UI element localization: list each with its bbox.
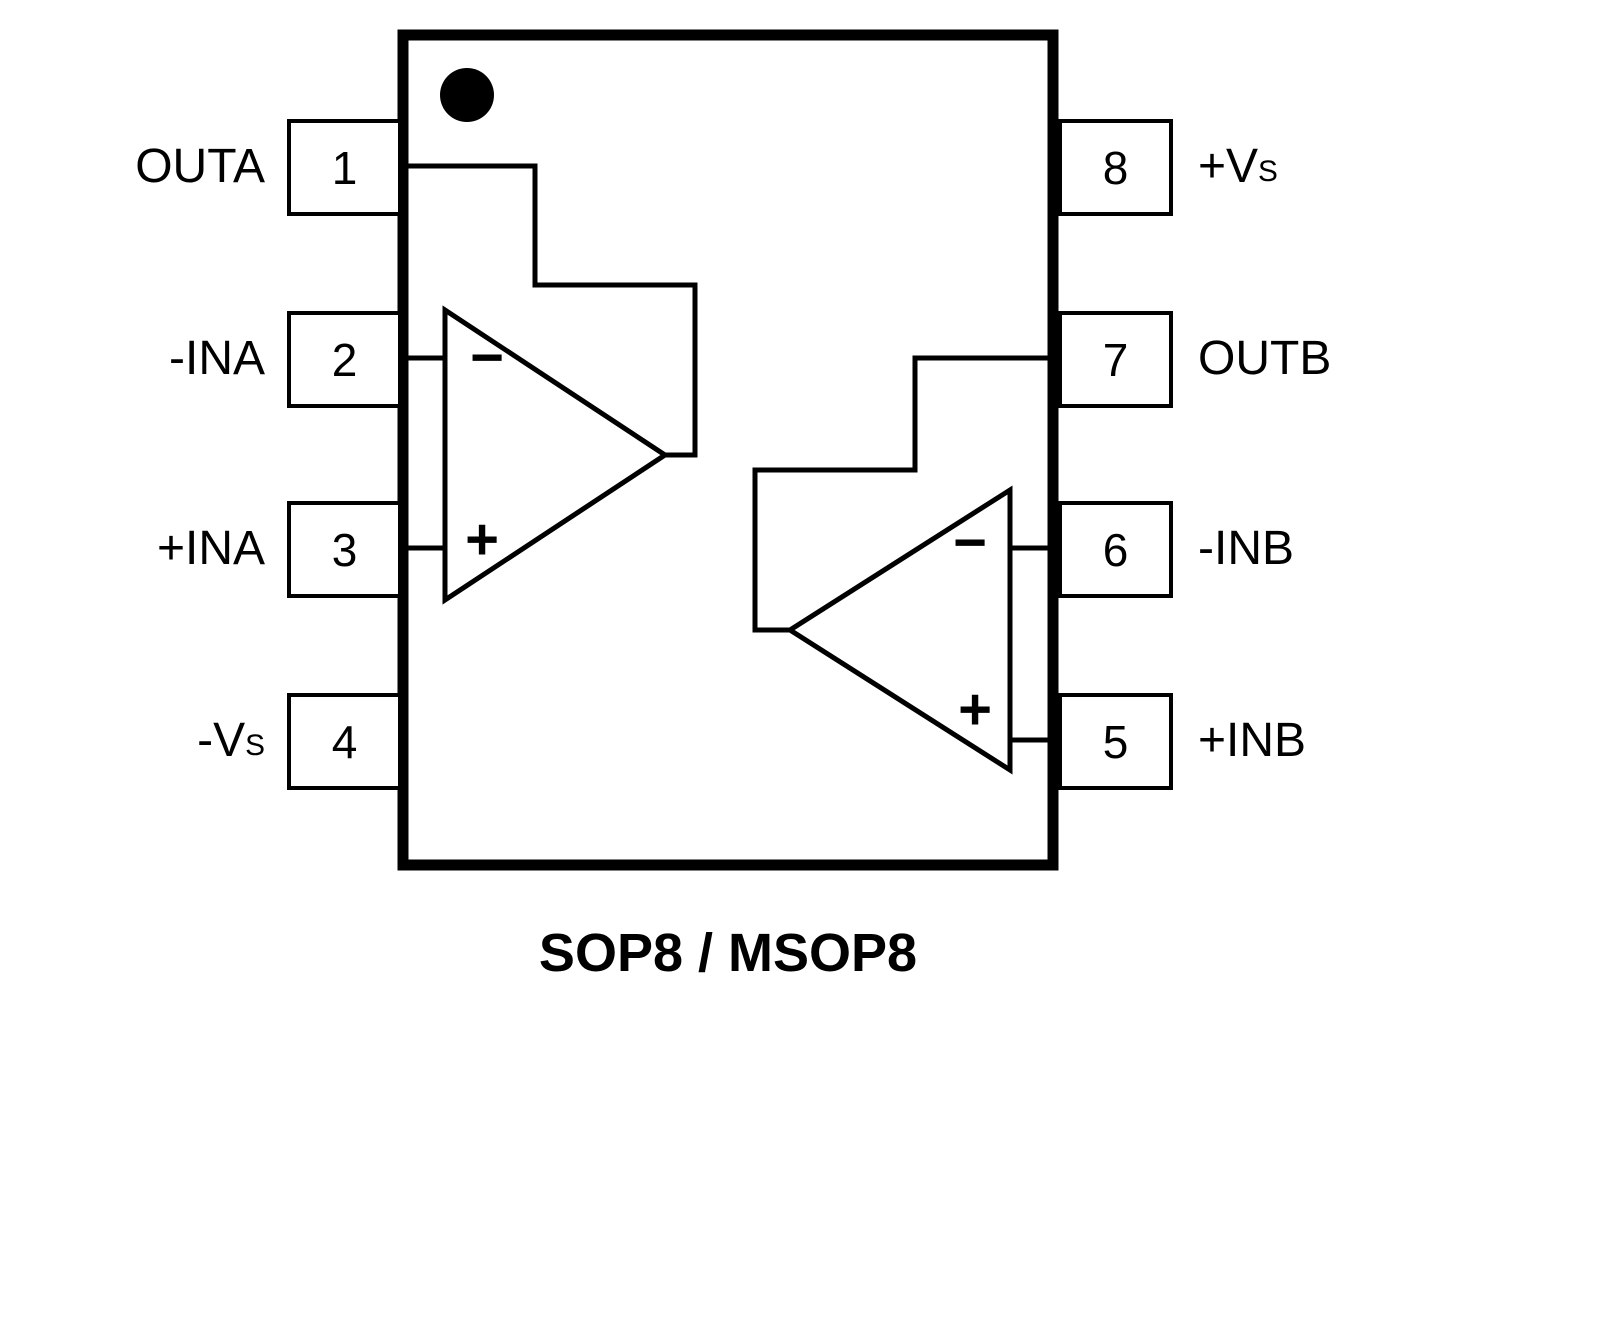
pin-label-text: -INB bbox=[1198, 522, 1294, 575]
pin-label-text: +INA bbox=[156, 522, 265, 575]
pin-box-3: 3 bbox=[287, 501, 402, 598]
pin-number: 4 bbox=[331, 715, 358, 768]
pin-number: 3 bbox=[331, 523, 358, 576]
pin-box-6: 6 bbox=[1058, 501, 1173, 598]
wire-outa-feedback bbox=[400, 163, 698, 458]
pin-box-1: 1 bbox=[287, 119, 402, 216]
pin-number: 2 bbox=[331, 333, 358, 386]
pin-number: 1 bbox=[331, 141, 358, 194]
pin-label-text: -INA bbox=[169, 332, 265, 385]
package-caption: SOP8 / MSOP8 bbox=[538, 923, 918, 983]
pin-label-text: -V bbox=[197, 714, 246, 767]
pin-box-5: 5 bbox=[1058, 693, 1173, 790]
pin-label-inb-noninv: +INB bbox=[1198, 692, 1458, 789]
pin1-indicator-dot bbox=[440, 68, 494, 122]
pin-box-7: 7 bbox=[1058, 311, 1173, 408]
pin-label-outb: OUTB bbox=[1198, 310, 1458, 407]
opamp-b-inverting-sign: − bbox=[953, 510, 987, 575]
pin-number: 5 bbox=[1102, 715, 1129, 768]
pin-number: 7 bbox=[1102, 333, 1129, 386]
pin-number: 8 bbox=[1102, 141, 1129, 194]
opamp-a-noninverting-sign: + bbox=[465, 507, 499, 572]
pin-label-text: +V bbox=[1198, 140, 1259, 193]
pin-label-text: OUTB bbox=[1198, 332, 1332, 385]
pin-box-2: 2 bbox=[287, 311, 402, 408]
pin-label-ina-inv: -INA bbox=[60, 310, 265, 407]
opamp-b-noninverting-sign: + bbox=[958, 677, 992, 742]
opamp-a-symbol bbox=[442, 305, 670, 605]
pin-label-ina-noninv: +INA bbox=[60, 500, 265, 597]
pin-number: 6 bbox=[1102, 523, 1129, 576]
pin-label-outa: OUTA bbox=[60, 118, 265, 215]
pin-box-4: 4 bbox=[287, 693, 402, 790]
opamp-a-inverting-sign: − bbox=[470, 325, 504, 390]
pin-box-8: 8 bbox=[1058, 119, 1173, 216]
pin-label-text: +INB bbox=[1198, 714, 1307, 767]
opamp-b-symbol bbox=[785, 485, 1013, 775]
pin-label-inb-inv: -INB bbox=[1198, 500, 1458, 597]
pin-label-text: OUTA bbox=[135, 140, 265, 193]
wire-outb-feedback bbox=[752, 355, 1056, 633]
